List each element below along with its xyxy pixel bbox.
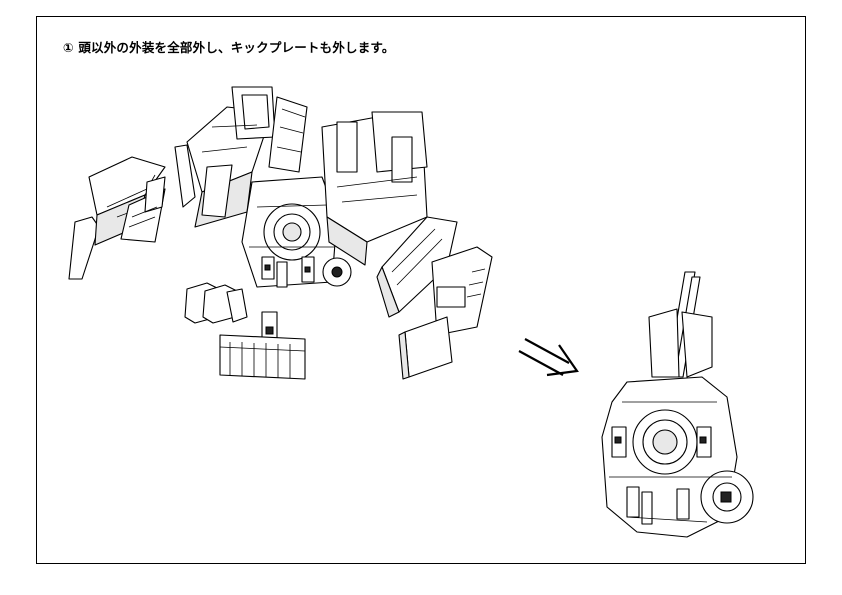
lower-armor-parts <box>185 283 277 347</box>
kick-plate-part <box>220 335 305 379</box>
body-frame-part <box>322 112 427 265</box>
instruction-text: ① 頭以外の外装を全部外し、キックプレートも外します。 <box>63 40 395 55</box>
assembly-illustration <box>37 17 807 565</box>
shoulder-armor-part <box>175 87 275 227</box>
right-arm-armor-part <box>377 217 492 379</box>
assembled-head-result <box>602 272 753 537</box>
left-arm-armor-part <box>69 157 165 279</box>
double-arrow-right-down-icon <box>519 339 577 375</box>
instruction-panel: ① 頭以外の外装を全部外し、キックプレートも外します。 <box>36 16 806 564</box>
robot-body-exploded <box>242 97 351 287</box>
